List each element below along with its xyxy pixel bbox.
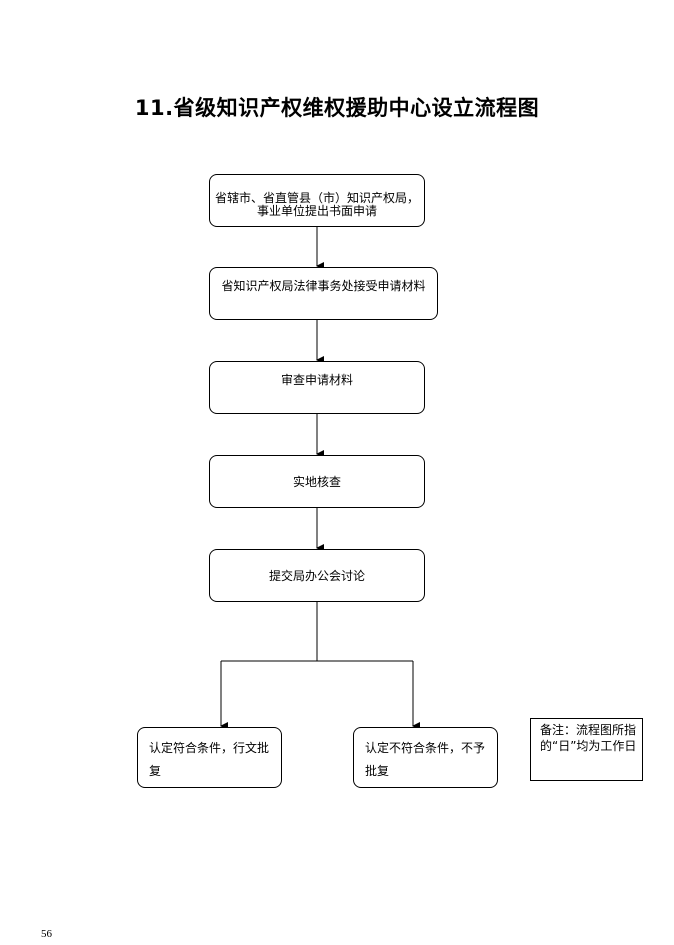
page-title: 11.省级知识产权维权援助中心设立流程图: [134, 96, 540, 120]
step-application-line2: 事业单位提出书面申请: [256, 204, 377, 218]
step-office-meeting: 提交局办公会讨论: [209, 549, 425, 602]
step-receive-materials: 省知识产权局法律事务处接受申请材料: [209, 267, 438, 320]
step-receive-materials-label: 省知识产权局法律事务处接受申请材料: [221, 279, 426, 293]
step-application-line1: 省辖市、省直管县（市）知识产权局，: [214, 191, 419, 205]
step-office-meeting-label: 提交局办公会讨论: [268, 568, 365, 583]
outcome-approve-label: 认定符合条件，行文批复: [149, 741, 270, 778]
outcome-approve: 认定符合条件，行文批复: [137, 727, 282, 788]
step-review-materials: 审查申请材料: [209, 361, 425, 414]
page-number: 56: [41, 928, 52, 940]
outcome-reject: 认定不符合条件，不予批复: [353, 727, 498, 788]
outcome-reject-label: 认定不符合条件，不予批复: [365, 741, 486, 778]
step-review-materials-label: 审查申请材料: [280, 373, 353, 387]
note-box: 备注：流程图所指的“日”均为工作日: [530, 718, 643, 781]
step-site-inspection: 实地核查: [209, 455, 425, 508]
step-application: 省辖市、省直管县（市）知识产权局， 事业单位提出书面申请: [209, 174, 425, 227]
step-site-inspection-label: 实地核查: [292, 474, 341, 489]
note-text: 备注：流程图所指的“日”均为工作日: [540, 723, 637, 753]
